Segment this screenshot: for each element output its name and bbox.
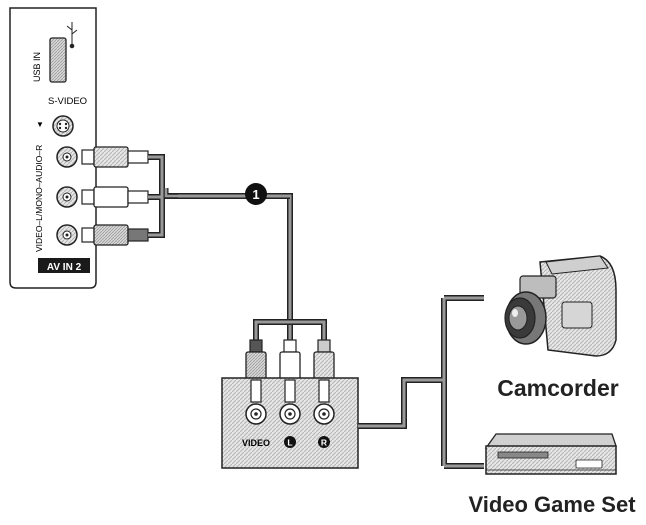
device-bracket (358, 295, 484, 469)
video-jack-label: VIDEO (242, 438, 270, 448)
device-output-panel: VIDEO L R (221, 377, 359, 469)
game-console-icon (484, 433, 617, 475)
callout-badge (245, 183, 267, 205)
callout-number: 1 (252, 187, 259, 202)
cable-bundle (148, 154, 327, 352)
device-jack-video (245, 403, 267, 425)
arrow-marker: ▼ (36, 120, 44, 129)
tv-side-panel: USB IN S-VIDEO ▼ VIDEO–L/MONO–AUDIO–R (9, 7, 97, 289)
tv-plug-white-2 (81, 186, 149, 208)
usb-icon (66, 22, 78, 49)
usb-port (49, 37, 67, 83)
game-console-label: Video Game Set (468, 492, 636, 517)
svideo-label: S-VIDEO (48, 96, 87, 107)
camcorder-icon (504, 255, 617, 357)
device-jack-l (279, 403, 301, 425)
device-jack-r (313, 403, 335, 425)
av-in-badge (38, 258, 90, 273)
jack-labels: VIDEO–L/MONO–AUDIO–R (34, 145, 44, 252)
camcorder-label: Camcorder (497, 375, 618, 401)
r-jack-label: R (321, 438, 327, 448)
av-in-label: AV IN 2 (47, 262, 82, 273)
tv-jack-video (56, 224, 78, 246)
tv-jack-audio-l (56, 186, 78, 208)
l-badge (284, 436, 296, 448)
tv-plug-white (81, 146, 149, 168)
tv-plug-dark (81, 224, 149, 246)
r-badge (318, 436, 330, 448)
tv-jack-audio-r (56, 146, 78, 168)
l-jack-label: L (287, 438, 292, 448)
usb-label: USB IN (32, 52, 42, 82)
